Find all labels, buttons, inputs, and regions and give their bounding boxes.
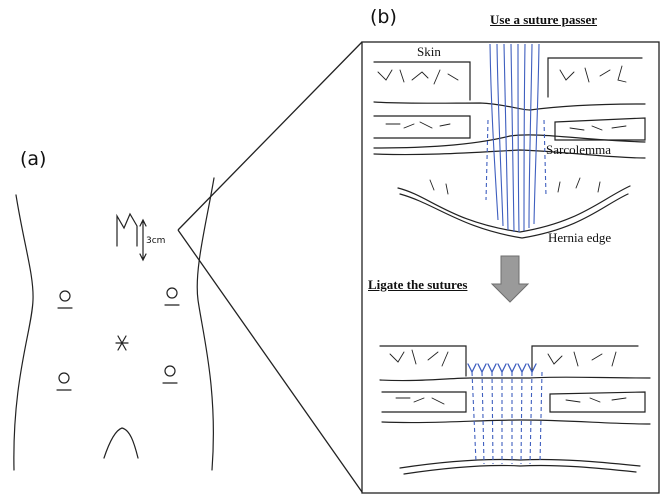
hernia-edge-label: Hernia edge [548, 230, 612, 245]
panel-b-label: (b) [370, 6, 397, 28]
scale-note: 3cm [146, 236, 166, 246]
upper-cross-section [373, 57, 646, 239]
panel-b-frame [361, 41, 660, 494]
ligate-arrow [490, 255, 530, 303]
port-lower-left [58, 372, 70, 384]
sarcolemma-label: Sarcolemma [546, 142, 611, 157]
port-upper-right [166, 287, 178, 299]
lower-cross-section [379, 345, 651, 475]
port-upper-left [59, 290, 71, 302]
torso-right-outline [196, 177, 215, 471]
suture-threads-lower [471, 371, 543, 465]
measure-arrow [139, 218, 147, 262]
umbilicus-mark [115, 335, 129, 351]
suture-knots [467, 363, 537, 374]
middle-heading: Ligate the sutures [368, 277, 468, 292]
skin-label: Skin [417, 44, 441, 59]
panel-a-label: (a) [20, 148, 47, 170]
abdomen-sketch [13, 177, 215, 471]
top-heading: Use a suture passer [490, 12, 598, 27]
suture-threads-upper [485, 43, 547, 233]
zoom-connector [177, 41, 363, 493]
xiphoid-mark [116, 212, 138, 247]
torso-left-outline [13, 194, 34, 471]
pubic-arch [103, 427, 139, 459]
port-lower-right [164, 365, 176, 377]
